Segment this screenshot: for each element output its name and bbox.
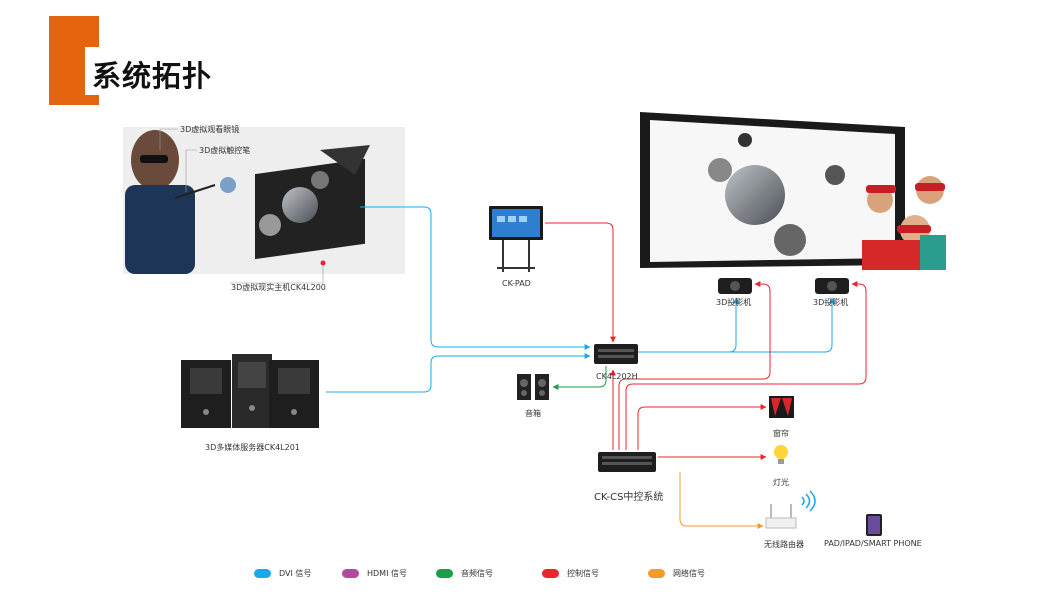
pad-label: CK-PAD: [502, 279, 531, 288]
ck-pad-device: [489, 206, 543, 272]
legend-label: DVI 信号: [279, 568, 312, 578]
title-background: [85, 47, 205, 95]
router-device: [765, 490, 816, 529]
legend-item-dvi: DVI 信号: [254, 566, 311, 580]
light-label: 灯光: [773, 478, 789, 487]
control-label: CK-CS中控系统: [594, 492, 664, 503]
projector-1-device: [718, 278, 752, 294]
curtain-device: [769, 396, 794, 418]
control-signal-lines: [545, 222, 867, 460]
light-device: [774, 445, 788, 464]
legend-label: 网络信号: [673, 568, 705, 578]
mobile-device: [866, 514, 882, 536]
projector-2-device: [815, 278, 849, 294]
curtain-label: 窗帘: [773, 429, 789, 438]
callout-leaders: [159, 128, 324, 284]
mobile-label: PAD/IPAD/SMART PHONE: [824, 539, 922, 548]
network-signal-line: [679, 472, 764, 529]
glasses-label: 3D虚拟观看眼镜: [180, 125, 240, 134]
switcher-label: CK4L202H: [596, 372, 638, 381]
audio-signal-line: [552, 366, 607, 390]
server-label: 3D多媒体服务器CK4L201: [205, 443, 300, 452]
projector-2-label: 3D投影机: [813, 298, 849, 307]
host-label: 3D虚拟现实主机CK4L200: [231, 283, 326, 292]
switcher-device: [594, 344, 638, 364]
vr-host-photo: [123, 127, 405, 274]
legend-swatch: [648, 568, 665, 578]
legend-label: 音频信号: [461, 568, 493, 578]
speaker-label: 音箱: [525, 409, 541, 418]
projector-1-label: 3D投影机: [716, 298, 752, 307]
legend-item-audio: 音频信号: [436, 566, 493, 580]
control-system-device: [598, 452, 656, 472]
legend-item-hdmi: HDMI 信号: [342, 566, 407, 580]
dvi-signal-lines: [326, 206, 835, 393]
page-title: 系统拓扑: [92, 59, 213, 93]
legend-label: HDMI 信号: [367, 568, 407, 578]
pen-label: 3D虚拟触控笔: [199, 146, 251, 155]
router-label: 无线路由器: [764, 540, 804, 549]
speaker-device: [517, 374, 549, 400]
media-server-device: [181, 354, 319, 428]
legend-swatch: [254, 568, 271, 578]
legend-swatch: [542, 568, 559, 578]
legend-swatch: [436, 568, 453, 578]
legend-item-control: 控制信号: [542, 566, 599, 580]
legend-swatch: [342, 568, 359, 578]
projection-screen-photo: [637, 110, 946, 270]
legend-label: 控制信号: [567, 568, 599, 578]
legend-item-network: 网络信号: [648, 566, 705, 580]
